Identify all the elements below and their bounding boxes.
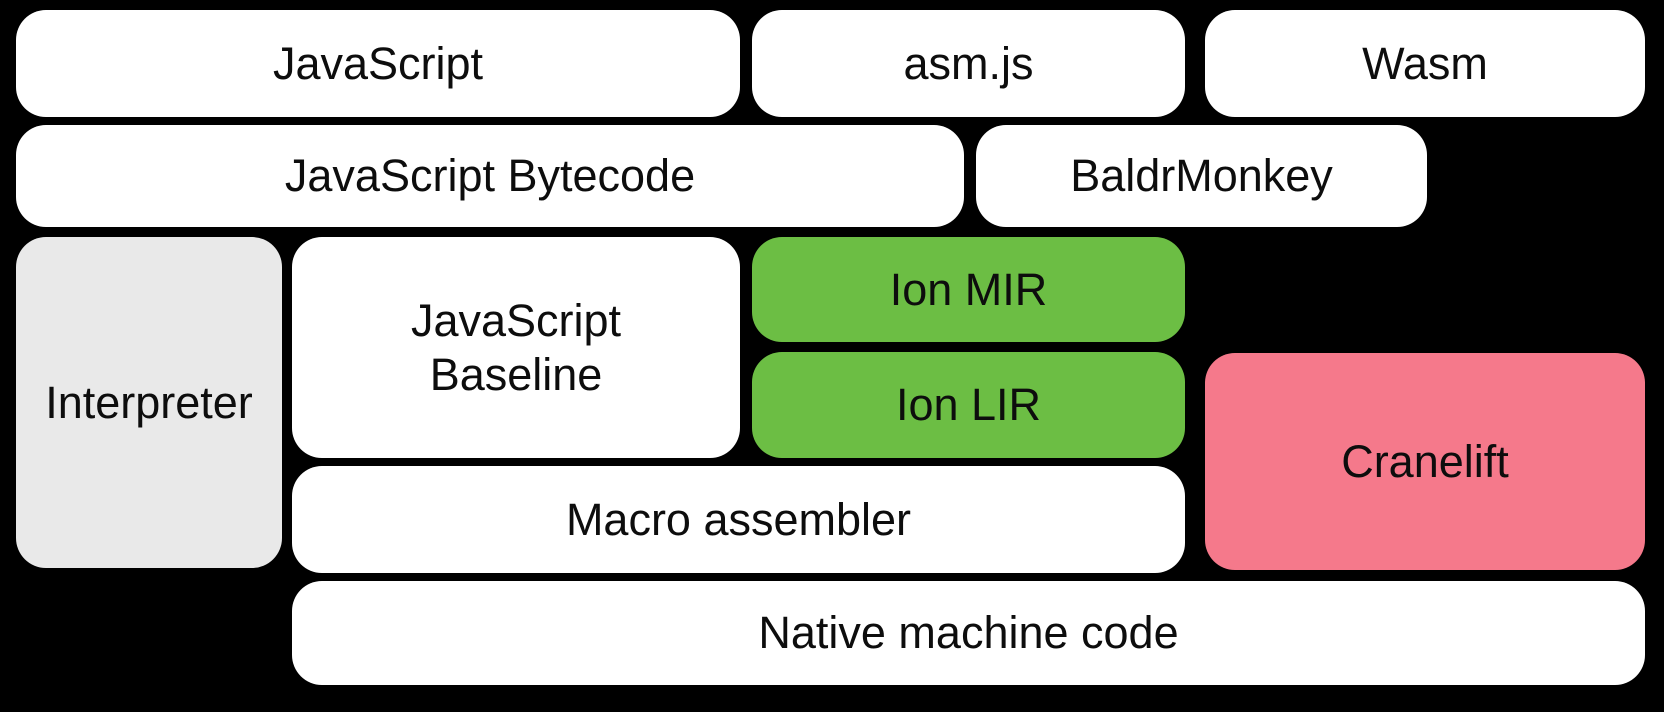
box-macro-assembler: Macro assembler xyxy=(292,466,1185,573)
box-cranelift: Cranelift xyxy=(1205,353,1645,570)
box-javascript-baseline: JavaScript Baseline xyxy=(292,237,740,458)
box-ion-lir: Ion LIR xyxy=(752,352,1185,458)
box-asmjs: asm.js xyxy=(752,10,1185,117)
box-native-machine-code: Native machine code xyxy=(292,581,1645,685)
box-wasm: Wasm xyxy=(1205,10,1645,117)
box-baldrmonkey: BaldrMonkey xyxy=(976,125,1427,227)
box-interpreter: Interpreter xyxy=(16,237,282,568)
box-javascript: JavaScript xyxy=(16,10,740,117)
box-javascript-bytecode: JavaScript Bytecode xyxy=(16,125,964,227)
box-ion-mir: Ion MIR xyxy=(752,237,1185,342)
